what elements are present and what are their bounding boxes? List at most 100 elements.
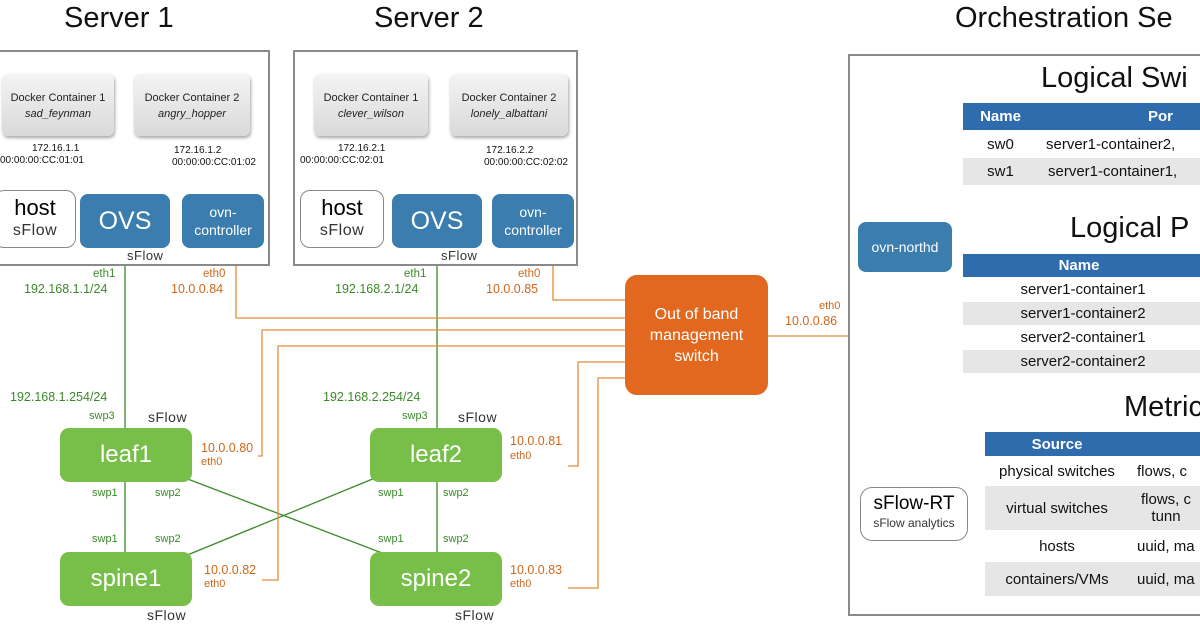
table-row: server2-container2 xyxy=(963,350,1200,373)
server1-container2[interactable]: Docker Container 2 angry_hopper xyxy=(134,74,250,136)
table-row: containers/VMs uuid, ma xyxy=(985,562,1200,596)
link-leaf1-mgmt xyxy=(258,329,625,457)
link-leaf2-spine1 xyxy=(184,477,376,557)
ovn-northd[interactable]: ovn-northd xyxy=(858,222,952,272)
table-cell: server1-container2, xyxy=(1046,135,1176,153)
table-cell: server2-container2 xyxy=(1020,353,1146,370)
server2-c2-ip: 172.16.2.2 xyxy=(486,145,534,156)
server1-c1-mac: 00:00:00:CC:01:01 xyxy=(0,155,84,166)
server2-container2[interactable]: Docker Container 2 lonely_albattani xyxy=(450,74,568,136)
leaf1-ip: 10.0.0.80 xyxy=(201,441,254,455)
col-header: Por xyxy=(1148,108,1174,125)
spine1-ip: 10.0.0.82 xyxy=(204,563,257,577)
switch-ip: 10.0.0.86 xyxy=(785,314,838,328)
table-row: physical switches flows, c xyxy=(985,457,1200,485)
server2-ovs[interactable]: OVS xyxy=(392,194,482,248)
leaf2-eth0: eth0 xyxy=(510,450,532,462)
spine2-swp2: swp2 xyxy=(443,533,469,545)
management-switch[interactable]: Out of band management switch xyxy=(625,275,768,395)
container-subname: clever_wilson xyxy=(337,108,405,120)
server1-eth0-ip: 10.0.0.84 xyxy=(171,282,224,296)
spine2-switch[interactable]: spine2 xyxy=(370,552,502,606)
link-spine1-mgmt xyxy=(262,345,625,581)
leaf1-swp2: swp2 xyxy=(155,487,181,499)
table-cell: uuid, ma xyxy=(1137,537,1195,555)
server2-c1-ip: 172.16.2.1 xyxy=(338,143,386,154)
server1-ovn-controller[interactable]: ovn- controller xyxy=(182,194,264,248)
leaf1-swp3: swp3 xyxy=(89,410,115,422)
table-cell: sw0 xyxy=(987,135,1014,153)
metrics-title: Metric xyxy=(1124,391,1200,423)
server2-sflow-logo: sFlow xyxy=(441,248,478,263)
spine2-swp1: swp1 xyxy=(378,533,404,545)
switch-eth0: eth0 xyxy=(819,300,841,312)
sflow-logo: sFlow xyxy=(319,222,365,239)
server1-container1[interactable]: Docker Container 1 sad_feynman xyxy=(2,74,114,136)
spine1-switch[interactable]: spine1 xyxy=(60,552,192,606)
table-cell: flows, c tunn xyxy=(1141,491,1192,525)
orchestration-title: Orchestration Se xyxy=(955,2,1173,34)
host-label: host xyxy=(321,195,363,220)
leaf2-switch[interactable]: leaf2 xyxy=(370,428,502,482)
sflow-rt-label: sFlow-RT xyxy=(873,493,955,514)
leaf2-sflow-logo: sFlow xyxy=(458,409,498,425)
server2-ovn-controller[interactable]: ovn- controller xyxy=(492,194,574,248)
table-row: sw1 server1-container1, xyxy=(963,158,1200,185)
sflow-logo: sFlow xyxy=(12,222,58,239)
server1-ovs[interactable]: OVS xyxy=(80,194,170,248)
link-leaf2-mgmt xyxy=(568,361,625,467)
table-row: server1-container2 xyxy=(963,302,1200,325)
spine2-eth0: eth0 xyxy=(510,578,532,590)
server1-c1-ip: 172.16.1.1 xyxy=(32,143,80,154)
leaf1-gw: 192.168.1.254/24 xyxy=(10,390,108,404)
spine1-eth0: eth0 xyxy=(204,578,226,590)
server1-eth1-ip: 192.168.1.1/24 xyxy=(24,282,108,296)
metrics-header: Source xyxy=(985,432,1200,456)
logical-ports-title: Logical P xyxy=(1070,212,1190,244)
server1-title: Server 1 xyxy=(64,2,174,34)
logical-ports-header: Name xyxy=(963,254,1200,277)
spine1-swp2: swp2 xyxy=(155,533,181,545)
server2-eth0: eth0 xyxy=(518,268,541,280)
col-header: Name xyxy=(1058,257,1100,274)
link-server2-mgmt xyxy=(552,264,625,301)
server1-eth0: eth0 xyxy=(203,268,226,280)
spine2-ip: 10.0.0.83 xyxy=(510,563,563,577)
table-row: server2-container1 xyxy=(963,326,1200,349)
logical-switches-title: Logical Swi xyxy=(1041,62,1188,94)
container-name: Docker Container 2 xyxy=(461,92,557,104)
server2-eth0-ip: 10.0.0.85 xyxy=(486,282,539,296)
server2-host[interactable]: host sFlow xyxy=(300,190,384,248)
table-cell: virtual switches xyxy=(1006,499,1108,517)
container-name: Docker Container 1 xyxy=(10,92,106,104)
sflow-rt[interactable]: sFlow-RT sFlow analytics xyxy=(860,487,968,541)
logical-switches-header: Name Por xyxy=(963,103,1200,130)
spine2-sflow-logo: sFlow xyxy=(455,607,495,623)
server2-eth1: eth1 xyxy=(404,268,427,280)
server1-eth1: eth1 xyxy=(93,268,116,280)
leaf2-swp1: swp1 xyxy=(378,487,404,499)
table-cell: server1-container1 xyxy=(1020,281,1146,298)
server1-sflow-logo: sFlow xyxy=(127,248,164,263)
spine1-sflow-logo: sFlow xyxy=(147,607,187,623)
leaf1-switch[interactable]: leaf1 xyxy=(60,428,192,482)
server2-c1-mac: 00:00:00:CC:02:01 xyxy=(300,155,384,166)
sflow-rt-sublabel: sFlow analytics xyxy=(873,516,955,530)
table-cell: server1-container2 xyxy=(1020,305,1146,322)
host-label: host xyxy=(14,195,56,220)
server1-host[interactable]: host sFlow xyxy=(0,190,76,248)
table-row: sw0 server1-container2, xyxy=(963,131,1200,157)
col-header: Name xyxy=(980,108,1021,125)
leaf1-sflow-logo: sFlow xyxy=(148,409,188,425)
table-cell: physical switches xyxy=(999,462,1115,480)
link-leaf1-spine2 xyxy=(184,477,391,557)
server2-container1[interactable]: Docker Container 1 clever_wilson xyxy=(314,74,428,136)
col-header: Source xyxy=(1031,435,1083,453)
container-subname: sad_feynman xyxy=(24,108,92,120)
server1-c2-mac: 00:00:00:CC:01:02 xyxy=(172,157,256,168)
container-subname: angry_hopper xyxy=(158,108,226,120)
leaf2-swp3: swp3 xyxy=(402,410,428,422)
leaf1-swp1: swp1 xyxy=(92,487,118,499)
server2-c2-mac: 00:00:00:CC:02:02 xyxy=(484,157,568,168)
